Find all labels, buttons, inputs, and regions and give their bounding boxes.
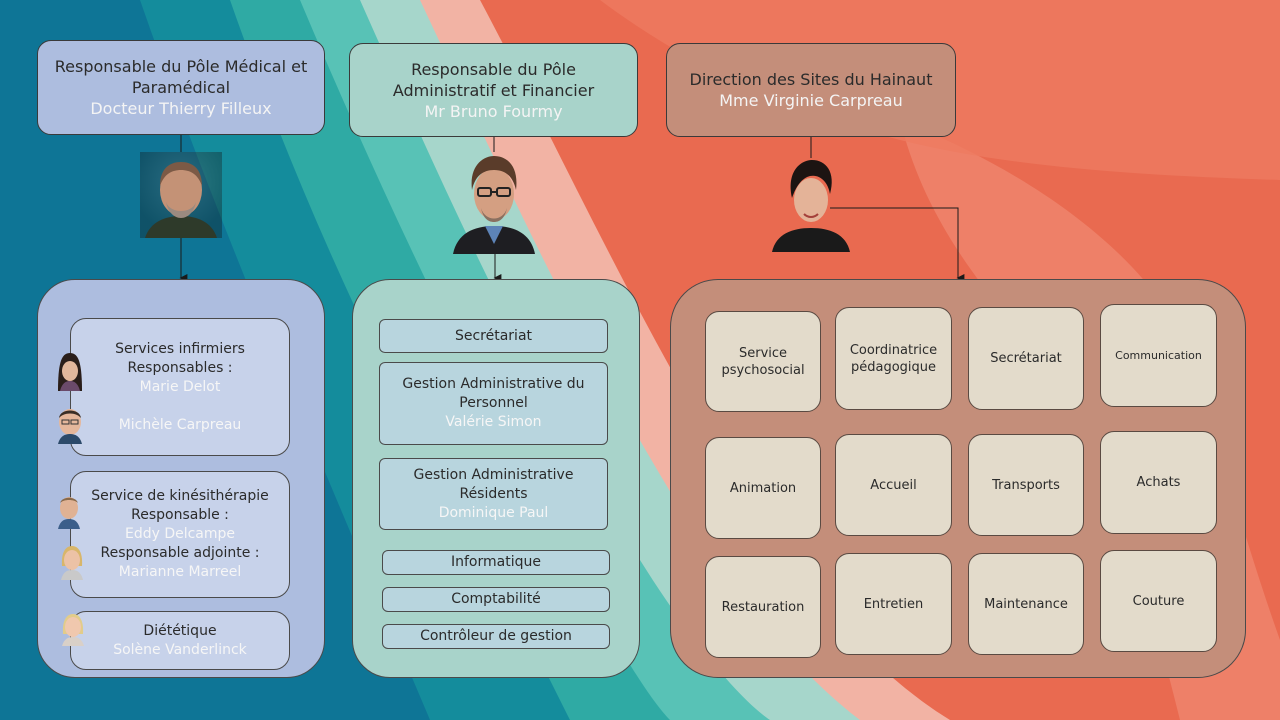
- service-secretariat: Secrétariat: [968, 307, 1084, 410]
- medical-pole-header: Responsable du Pôle Médical et Paramédic…: [37, 40, 325, 135]
- box-label: Secrétariat: [454, 327, 533, 344]
- card-subtitle: Responsables :: [127, 359, 233, 376]
- card-subtitle: Responsable :: [131, 507, 229, 523]
- admin-pole-header: Responsable du Pôle Administratif et Fin…: [349, 43, 638, 137]
- admin-pole-title: Responsable du Pôle Administratif et Fin…: [392, 59, 595, 100]
- medical-pole-title: Responsable du Pôle Médical et Paramédic…: [54, 57, 308, 97]
- card-services-infirmiers: Services infirmiers Responsables : Marie…: [70, 318, 290, 456]
- medical-pole-head-name: Docteur Thierry Filleux: [90, 99, 272, 118]
- service-animation: Animation: [705, 437, 821, 539]
- service-accueil: Accueil: [835, 434, 952, 536]
- card-title: Service de kinésithérapie: [91, 488, 269, 504]
- service-maintenance: Maintenance: [968, 553, 1084, 655]
- service-couture: Couture: [1100, 550, 1217, 652]
- box-name: Valérie Simon: [445, 414, 542, 430]
- box-label: Gestion Administrative du Personnel: [402, 376, 585, 411]
- service-entretien: Entretien: [835, 553, 952, 655]
- admin-pole-head-name: Mr Bruno Fourmy: [424, 101, 563, 121]
- box-comptabilite: Comptabilité: [382, 587, 610, 612]
- direction-head-name: Mme Virginie Carpreau: [719, 91, 903, 110]
- portrait-eddy-delcampe: [58, 497, 80, 529]
- box-controleur-gestion: Contrôleur de gestion: [382, 624, 610, 649]
- box-gestion-residents: Gestion Administrative Résidents Dominiq…: [379, 458, 608, 530]
- service-transports: Transports: [968, 434, 1084, 536]
- box-label: Gestion Administrative Résidents: [413, 466, 574, 502]
- portrait-michele-carpreau: [58, 409, 82, 444]
- card-title: Diététique: [143, 622, 217, 639]
- service-restauration: Restauration: [705, 556, 821, 658]
- service-achats: Achats: [1100, 431, 1217, 534]
- box-secretariat: Secrétariat: [379, 319, 608, 353]
- box-name: Dominique Paul: [438, 504, 549, 521]
- portrait-medical-head: [140, 152, 222, 238]
- direction-title: Direction des Sites du Hainaut: [689, 70, 933, 89]
- card-title: Services infirmiers: [115, 340, 245, 357]
- service-communication: Communication: [1100, 304, 1217, 407]
- direction-header: Direction des Sites du Hainaut Mme Virgi…: [666, 43, 956, 137]
- box-label: Contrôleur de gestion: [420, 628, 572, 644]
- box-gestion-personnel: Gestion Administrative du Personnel Valé…: [379, 362, 608, 445]
- box-label: Comptabilité: [451, 591, 541, 607]
- card-dietetique: Diététique Solène Vanderlinck: [70, 611, 290, 670]
- card-name: Solène Vanderlinck: [113, 641, 247, 658]
- service-coordinatrice-pedagogique: Coordinatrice pédagogique: [835, 307, 952, 410]
- card-subtitle: Responsable adjointe :: [100, 545, 260, 561]
- box-label: Informatique: [451, 554, 541, 570]
- portrait-marianne-marreel: [61, 546, 83, 580]
- service-psychosocial: Service psychosocial: [705, 311, 821, 412]
- card-service-kinesitherapie: Service de kinésithérapie Responsable : …: [70, 471, 290, 598]
- portrait-solene-vanderlinck: [62, 614, 84, 646]
- card-name: Michèle Carpreau: [118, 416, 242, 433]
- portrait-direction-head: [772, 160, 850, 252]
- portrait-marie-delot: [58, 353, 82, 391]
- card-name: Marie Delot: [139, 378, 221, 395]
- card-name: Marianne Marreel: [118, 564, 242, 580]
- portrait-admin-head: [453, 156, 535, 254]
- card-name: Eddy Delcampe: [124, 526, 236, 542]
- box-informatique: Informatique: [382, 550, 610, 575]
